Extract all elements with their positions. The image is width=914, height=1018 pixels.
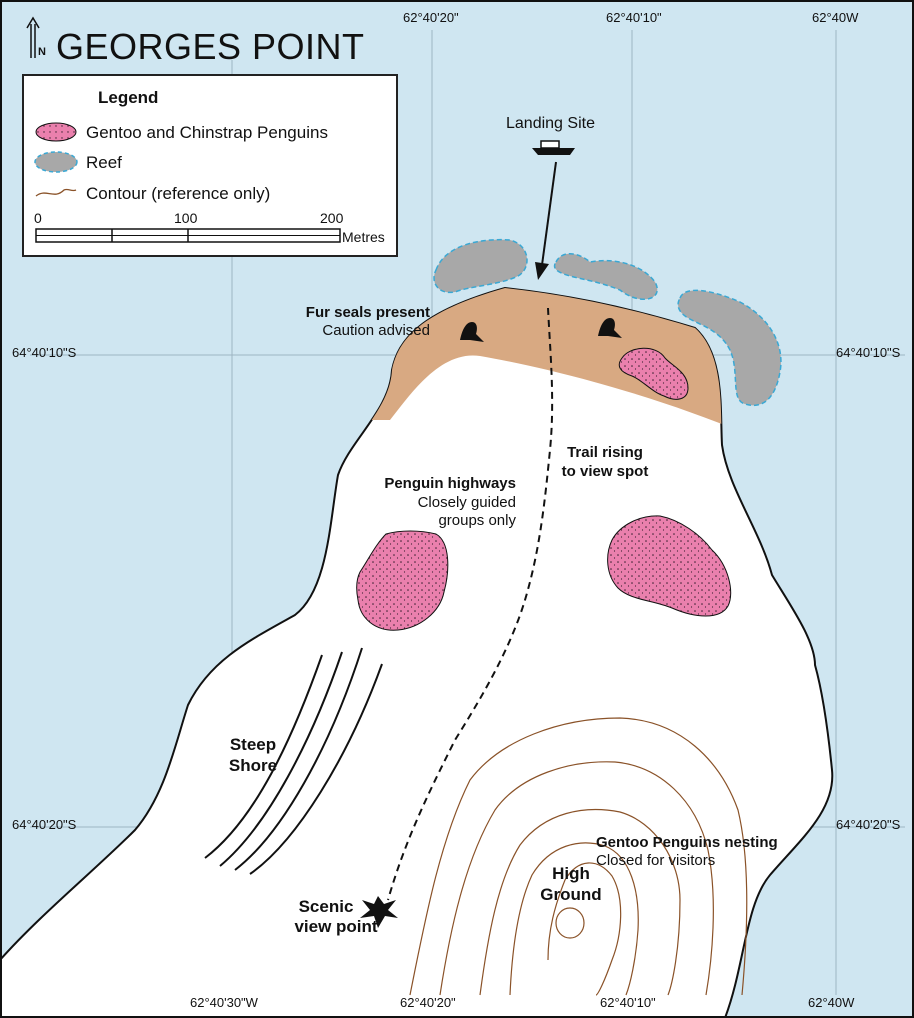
high-ground-line2: Ground xyxy=(540,885,602,904)
scenic-viewpoint-icon xyxy=(360,896,398,928)
steep-shore-lines xyxy=(204,647,383,875)
north-arrow-icon xyxy=(26,16,40,58)
north-arrow-label: N xyxy=(38,46,46,58)
coord-top-3: 62°40W xyxy=(812,10,859,25)
coord-right-2: 64°40'20"S xyxy=(836,817,901,832)
coord-bottom-1: 62°40'30"W xyxy=(190,995,258,1010)
gentoo-nesting-title: Gentoo Penguins nesting xyxy=(596,834,778,851)
legend-item-reef: Reef xyxy=(86,153,122,172)
legend-item-penguins: Gentoo and Chinstrap Penguins xyxy=(86,123,328,142)
coord-bottom-2: 62°40'20" xyxy=(400,995,456,1010)
scenic-view-line2: view point xyxy=(294,917,378,936)
landing-site-label: Landing Site xyxy=(506,115,595,132)
scale-unit: Metres xyxy=(342,229,385,245)
coord-left-1: 64°40'10"S xyxy=(12,345,77,360)
landing-arrow xyxy=(535,161,557,280)
penguin-area-icon xyxy=(35,122,77,142)
penguin-highways-sub1: Closely guided xyxy=(417,494,516,511)
map-title: GEORGES POINT xyxy=(56,26,365,67)
boat-icon xyxy=(532,140,575,155)
reef-icon xyxy=(34,151,78,173)
coord-right-1: 64°40'10"S xyxy=(836,345,901,360)
fur-seals-sub: Caution advised xyxy=(322,322,430,339)
penguin-colonies xyxy=(356,347,732,631)
coord-bottom-3: 62°40'10" xyxy=(600,995,656,1010)
contour-line-icon xyxy=(35,188,77,197)
scale-tick-100: 100 xyxy=(174,210,198,226)
fur-seals-title: Fur seals present xyxy=(305,304,430,321)
coord-bottom-4: 62°40W xyxy=(808,995,855,1010)
scenic-view-line1: Scenic xyxy=(298,897,354,916)
coord-top-2: 62°40'10" xyxy=(606,10,662,25)
legend-title: Legend xyxy=(98,88,159,107)
scale-tick-200: 200 xyxy=(320,210,344,226)
coord-left-2: 64°40'20"S xyxy=(12,817,77,832)
seal-icon xyxy=(598,318,622,338)
legend-box: Legend Gentoo and Chinstrap Penguins Ree… xyxy=(22,74,398,257)
contour-lines xyxy=(409,717,748,996)
reef-areas xyxy=(433,238,782,407)
steep-shore-line2: Shore xyxy=(228,756,278,775)
trail-label-line2: to view spot xyxy=(561,463,649,480)
trail-label-line1: Trail rising xyxy=(567,444,643,461)
steep-shore-line1: Steep xyxy=(229,735,277,754)
high-ground-line1: High xyxy=(552,864,590,883)
trail-path xyxy=(387,307,554,901)
seal-icon xyxy=(460,322,484,342)
legend-item-contour: Contour (reference only) xyxy=(86,184,271,203)
penguin-highways-sub2: groups only xyxy=(438,512,516,529)
scale-tick-0: 0 xyxy=(34,210,42,226)
gentoo-nesting-sub: Closed for visitors xyxy=(596,852,716,869)
penguin-highways-title: Penguin highways xyxy=(384,475,516,492)
legend-graphics xyxy=(34,122,341,243)
scale-bar xyxy=(35,228,341,243)
coord-top-1: 62°40'20" xyxy=(403,10,459,25)
